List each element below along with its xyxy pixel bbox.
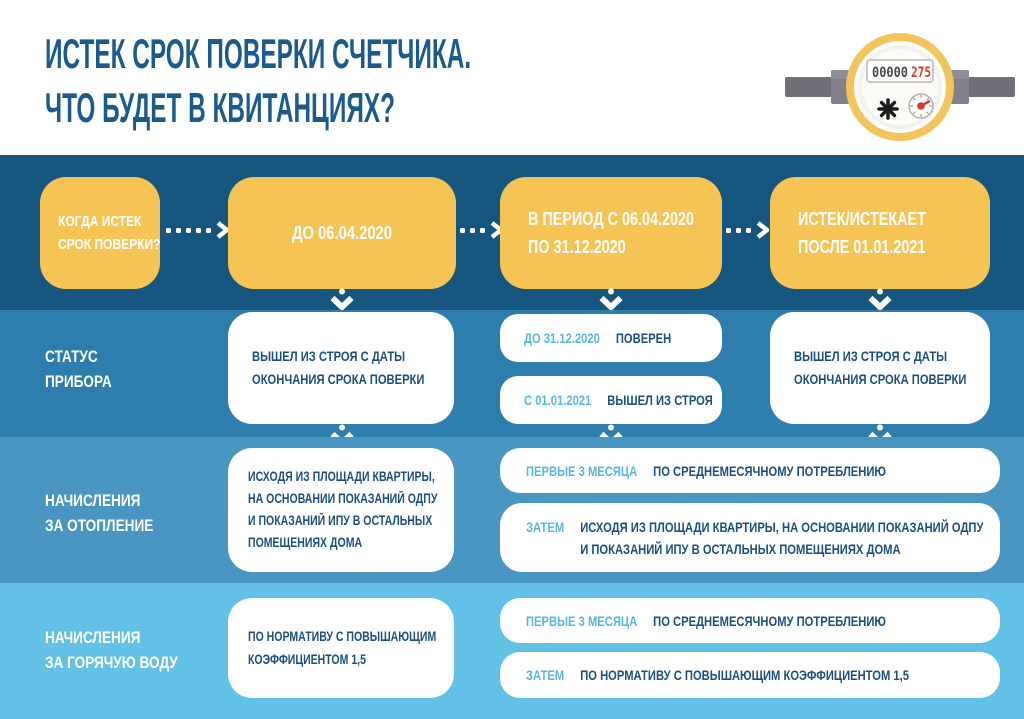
heating-label-line2: ЗА ОТОПЛЕНИЕ [45,516,154,535]
heating-before-box: ИСХОДЯ ИЗ ПЛОЩАДИ КВАРТИРЫ, НА ОСНОВАНИИ… [228,448,454,572]
status-before-line2: ОКОНЧАНИЯ СРОКА ПОВЕРКИ [252,371,425,387]
hot-water-before-line1: ПО НОРМАТИВУ С ПОВЫШАЮЩИМ [248,629,437,644]
heating-wide-box-1: ПЕРВЫЕ 3 МЕСЯЦА ПО СРЕДНЕМЕСЯЧНОМУ ПОТРЕ… [500,448,1000,493]
period2-line2: ПО 31.12.2020 [528,237,626,257]
status-before-line1: ВЫШЕЛ ИЗ СТРОЯ С ДАТЫ [252,348,406,364]
hot-water-wide-box-2: ЗАТЕМ ПО НОРМАТИВУ С ПОВЫШАЮЩИМ КОЭФФИЦИ… [500,652,1000,698]
status-after-line2: ОКОНЧАНИЯ СРОКА ПОВЕРКИ [794,371,967,387]
hot-water-before-line2: КОЭФФИЦИЕНТОМ 1,5 [248,652,366,667]
period3-line2: ПОСЛЕ 01.01.2021 [798,237,926,257]
heating-wide2-tag: ЗАТЕМ [526,518,565,535]
heating-wide2-line2: И ПОКАЗАНИЙ ИПУ В ОСТАЛЬНЫХ ПОМЕЩЕНИЯХ Д… [580,540,901,557]
heating-wide1-text: ПО СРЕДНЕМЕСЯЧНОМУ ПОТРЕБЛЕНИЮ [653,462,886,479]
dotted-arrow-right-icon [726,221,769,239]
heating-band: НАЧИСЛЕНИЯ ЗА ОТОПЛЕНИЕ ИСХОДЯ ИЗ ПЛОЩАД… [0,437,1024,583]
status-mid2-date: С 01.01.2021 [524,392,592,408]
heating-label-line1: НАЧИСЛЕНИЯ [45,491,141,510]
water-meter-icon: 00000 275 [785,33,1015,141]
period1-label: ДО 06.04.2020 [292,222,392,243]
meter-reading-red: 275 [911,65,931,81]
heating-before-line4: ПОМЕЩЕНИЯХ ДОМА [248,535,363,550]
hot-water-wide1-tag: ПЕРВЫЕ 3 МЕСЯЦА [526,612,638,629]
hot-water-before-box: ПО НОРМАТИВУ С ПОВЫШАЮЩИМ КОЭФФИЦИЕНТОМ … [228,598,454,698]
heating-before-line1: ИСХОДЯ ИЗ ПЛОЩАДИ КВАРТИРЫ, [248,469,435,484]
status-mid-box-1: ДО 31.12.2020 ПОВЕРЕН [500,314,722,362]
question-line1: КОГДА ИСТЕК [58,213,142,230]
heating-row-label: НАЧИСЛЕНИЯ ЗА ОТОПЛЕНИЕ [45,488,180,538]
question-box: КОГДА ИСТЕК СРОК ПОВЕРКИ? [40,177,160,289]
status-before-box: ВЫШЕЛ ИЗ СТРОЯ С ДАТЫ ОКОНЧАНИЯ СРОКА ПО… [228,312,454,424]
question-line2: СРОК ПОВЕРКИ? [58,236,161,253]
status-mid1-date: ДО 31.12.2020 [524,330,600,346]
arrow-down-icon [599,288,623,312]
hot-water-band: НАЧИСЛЕНИЯ ЗА ГОРЯЧУЮ ВОДУ ПО НОРМАТИВУ … [0,583,1024,719]
status-mid-box-2: С 01.01.2021 ВЫШЕЛ ИЗ СТРОЯ [500,376,722,424]
hot-water-wide-box-1: ПЕРВЫЕ 3 МЕСЯЦА ПО СРЕДНЕМЕСЯЧНОМУ ПОТРЕ… [500,598,1000,643]
hot-water-label-line1: НАЧИСЛЕНИЯ [45,628,141,647]
heating-wide1-tag: ПЕРВЫЕ 3 МЕСЯЦА [526,462,638,479]
page-title-line1: ИСТЕК СРОК ПОВЕРКИ СЧЕТЧИКА. [45,30,472,77]
status-row-label: СТАТУС ПРИБОРА [45,344,128,394]
dial-gauge-icon [908,93,934,119]
status-band: СТАТУС ПРИБОРА ВЫШЕЛ ИЗ СТРОЯ С ДАТЫ ОКО… [0,310,1024,437]
meter-reading-black: 00000 [872,65,908,81]
header-band: ИСТЕК СРОК ПОВЕРКИ СЧЕТЧИКА. ЧТО БУДЕТ В… [0,0,1024,155]
dotted-arrow-right-icon [460,221,503,239]
hot-water-wide1-text: ПО СРЕДНЕМЕСЯЧНОМУ ПОТРЕБЛЕНИЮ [653,612,886,629]
hot-water-label-line2: ЗА ГОРЯЧУЮ ВОДУ [45,653,178,672]
heating-wide2-line1: ИСХОДЯ ИЗ ПЛОЩАДИ КВАРТИРЫ, НА ОСНОВАНИИ… [580,518,984,535]
hot-water-row-label: НАЧИСЛЕНИЯ ЗА ГОРЯЧУЮ ВОДУ [45,625,211,675]
dotted-arrow-right-icon [166,221,229,239]
status-label-line2: ПРИБОРА [45,372,112,391]
timeline-band: КОГДА ИСТЕК СРОК ПОВЕРКИ? ДО 06.04.2020 … [0,155,1024,310]
arrow-down-icon [330,288,354,312]
period2-box: В ПЕРИОД С 06.04.2020 ПО 31.12.2020 [500,177,722,289]
period3-line1: ИСТЕК/ИСТЕКАЕТ [798,209,926,229]
heating-before-line3: И ПОКАЗАНИЙ ИПУ В ОСТАЛЬНЫХ [248,513,433,528]
period3-box: ИСТЕК/ИСТЕКАЕТ ПОСЛЕ 01.01.2021 [770,177,990,289]
status-after-box: ВЫШЕЛ ИЗ СТРОЯ С ДАТЫ ОКОНЧАНИЯ СРОКА ПО… [770,312,990,424]
hot-water-wide2-text: ПО НОРМАТИВУ С ПОВЫШАЮЩИМ КОЭФФИЦИЕНТОМ … [580,667,909,683]
hot-water-wide2-tag: ЗАТЕМ [526,667,565,683]
page-title-line2: ЧТО БУДЕТ В КВИТАНЦИЯХ? [45,84,395,131]
status-mid2-text: ВЫШЕЛ ИЗ СТРОЯ [607,392,713,408]
heating-wide-box-2: ЗАТЕМ ИСХОДЯ ИЗ ПЛОЩАДИ КВАРТИРЫ, НА ОСН… [500,503,1000,572]
period2-line1: В ПЕРИОД С 06.04.2020 [528,209,695,229]
status-label-line1: СТАТУС [45,347,98,366]
period1-box: ДО 06.04.2020 [228,177,456,289]
heating-before-line2: НА ОСНОВАНИИ ПОКАЗАНИЙ ОДПУ [248,491,438,506]
arrow-down-icon [868,288,892,312]
status-after-line1: ВЫШЕЛ ИЗ СТРОЯ С ДАТЫ [794,348,948,364]
status-mid1-text: ПОВЕРЕН [615,330,672,346]
